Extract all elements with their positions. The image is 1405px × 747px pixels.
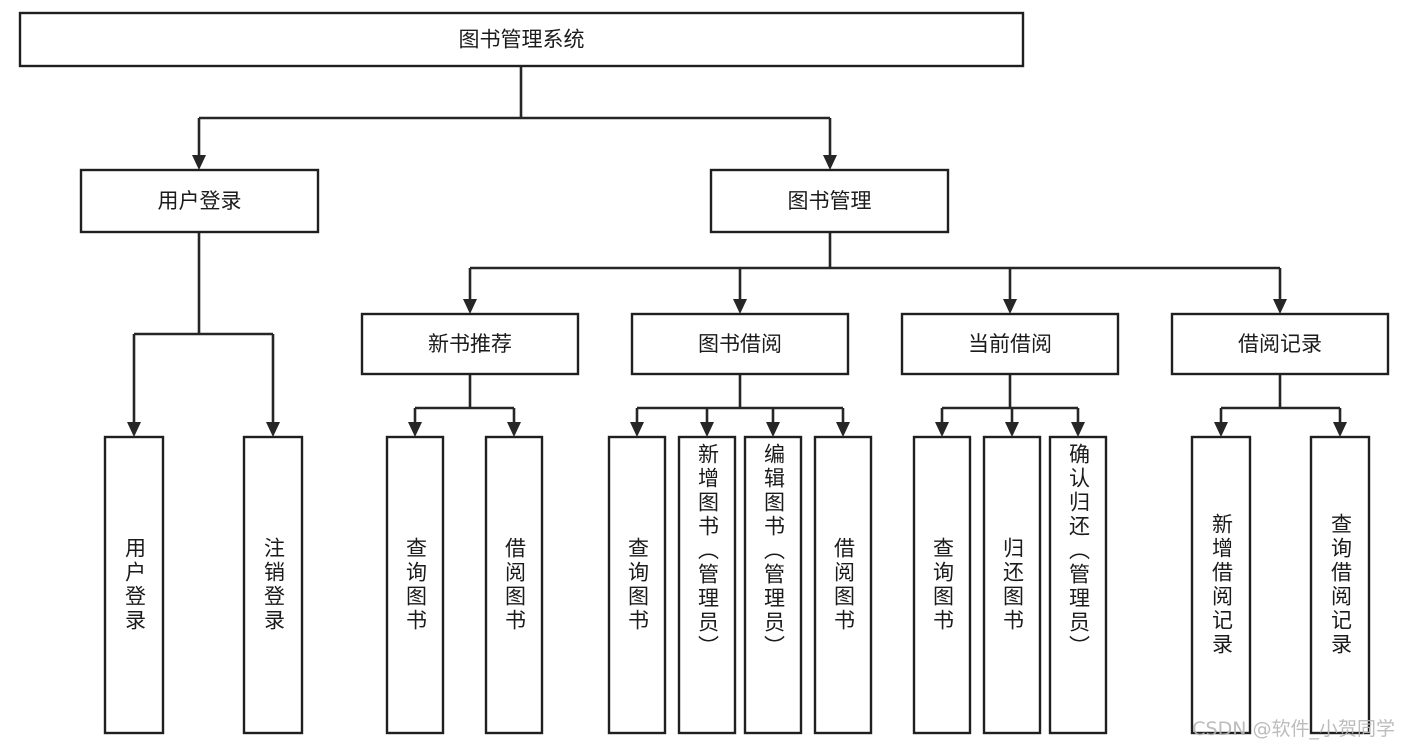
node-box-l-add-book[interactable]	[677, 435, 737, 735]
node-box-book-manage[interactable]	[709, 168, 950, 234]
node-box-user-login[interactable]	[79, 168, 320, 234]
arrow-leaf-logout-icon	[266, 422, 280, 437]
arrow-borrow-record-icon	[1273, 299, 1287, 314]
node-box-l-query-book-2[interactable]	[607, 435, 667, 735]
node-box-l-edit-book[interactable]	[743, 435, 803, 735]
arrow-return-book-icon	[1005, 422, 1019, 437]
node-boxes	[18, 11, 1390, 735]
node-label-new-book-rec: 新书推荐	[428, 332, 512, 356]
node-label-borrow-record: 借阅记录	[1238, 332, 1322, 356]
arrow-borrow-book-1-icon	[507, 422, 521, 437]
node-label-user-login: 用户登录	[158, 189, 242, 213]
node-box-leaf-user-login[interactable]	[103, 435, 165, 735]
arrow-leaf-user-login-icon	[127, 422, 141, 437]
node-label-book-borrow: 图书借阅	[698, 332, 782, 356]
node-label-book-manage: 图书管理	[788, 189, 872, 213]
node-label-root: 图书管理系统	[459, 28, 585, 52]
arrow-add-book-icon	[700, 422, 714, 437]
node-box-leaf-logout[interactable]	[242, 435, 304, 735]
arrow-query-book-3-icon	[935, 422, 949, 437]
node-box-book-borrow[interactable]	[630, 312, 850, 376]
node-box-l-borrow-book-2[interactable]	[813, 435, 873, 735]
arrow-heads	[127, 155, 1347, 437]
arrow-confirm-return-icon	[1071, 422, 1085, 437]
arrow-query-book-2-icon	[630, 422, 644, 437]
node-box-l-return-book[interactable]	[982, 435, 1042, 735]
node-box-root[interactable]	[18, 11, 1025, 68]
arrow-edit-book-icon	[766, 422, 780, 437]
arrow-query-record-icon	[1333, 422, 1347, 437]
watermark-text: CSDN @软件_小贺同学	[1192, 718, 1395, 740]
node-box-l-query-book-1[interactable]	[385, 435, 445, 735]
arrow-query-book-1-icon	[408, 422, 422, 437]
arrow-add-record-icon	[1214, 422, 1228, 437]
node-box-l-confirm-return[interactable]	[1048, 435, 1108, 735]
node-label-current-borrow: 当前借阅	[968, 332, 1052, 356]
arrow-new-book-rec-icon	[463, 299, 477, 314]
node-box-current-borrow[interactable]	[900, 312, 1120, 376]
node-box-l-query-book-3[interactable]	[912, 435, 972, 735]
arrow-current-borrow-icon	[1003, 299, 1017, 314]
arrow-book-borrow-icon	[733, 299, 747, 314]
node-box-l-add-record[interactable]	[1190, 435, 1252, 735]
arrow-borrow-book-2-icon	[836, 422, 850, 437]
node-box-borrow-record[interactable]	[1170, 312, 1390, 376]
arrow-book-manage-icon	[823, 155, 837, 170]
node-box-new-book-rec[interactable]	[360, 312, 580, 376]
arrow-user-login-icon	[192, 155, 206, 170]
node-box-l-query-record[interactable]	[1309, 435, 1371, 735]
node-box-l-borrow-book-1[interactable]	[484, 435, 544, 735]
